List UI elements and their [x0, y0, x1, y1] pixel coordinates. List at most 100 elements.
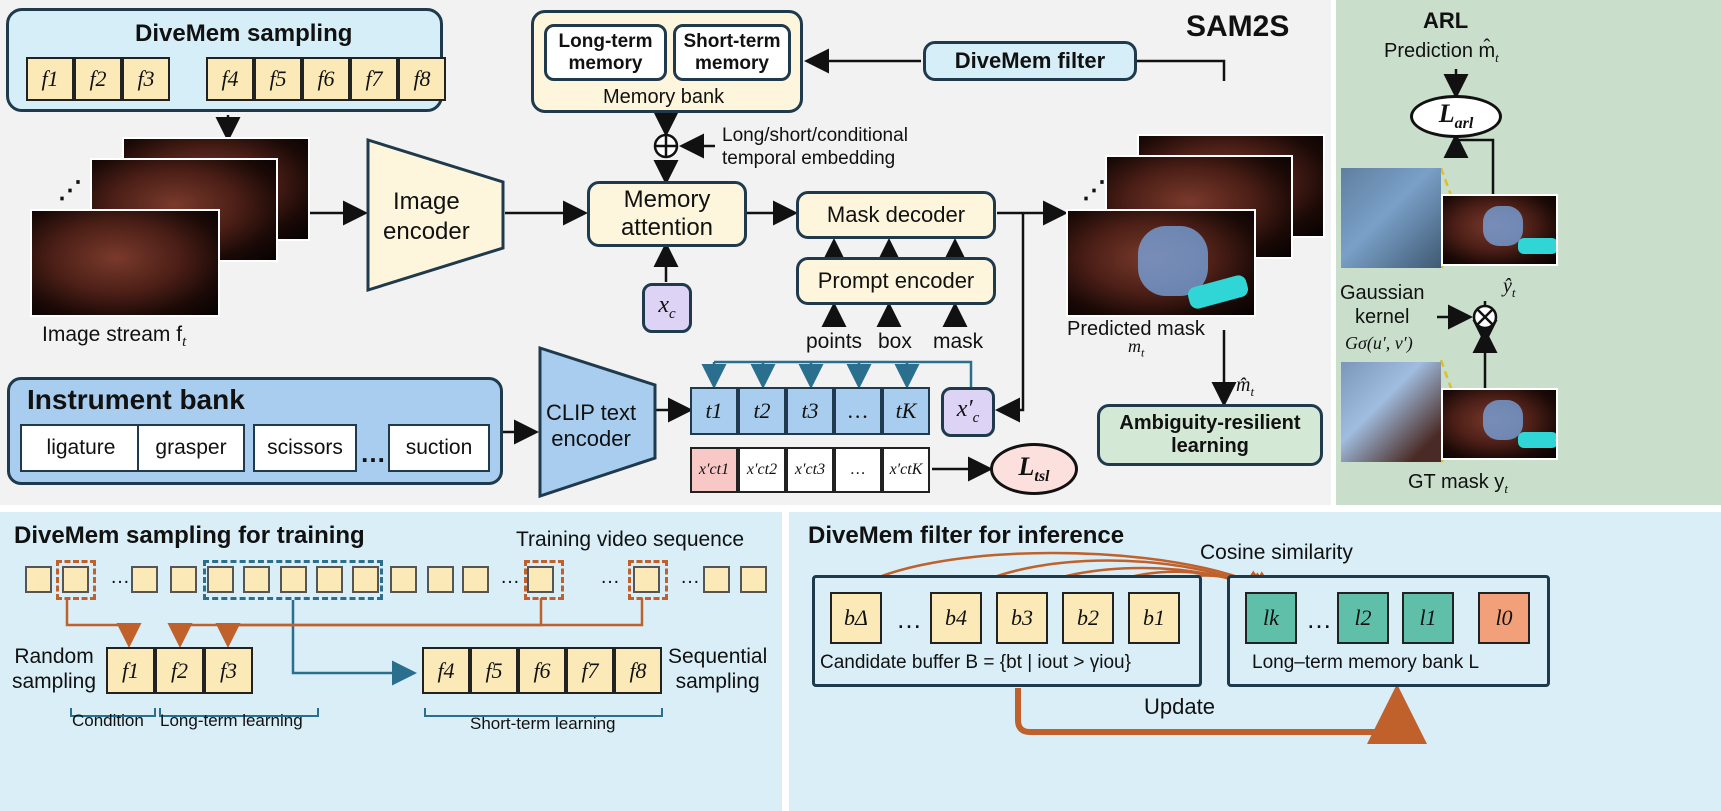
candidate-buffer-cell: b4 — [930, 592, 982, 644]
long-term-memory-box: Long-term memory — [544, 24, 667, 81]
xc-box: xc — [642, 283, 692, 333]
prompt-box: box — [878, 330, 912, 353]
train-frame-cell: f4 — [422, 647, 470, 694]
sampling-frame-cell: f2 — [74, 57, 122, 101]
prompt-points: points — [806, 330, 863, 353]
sequence-frame — [390, 566, 417, 593]
ambiguity-learning-box: Ambiguity-resilient learning — [1097, 404, 1323, 466]
prediction-zoom-patch — [1341, 168, 1441, 268]
sequence-frame — [131, 566, 158, 593]
sequence-frame — [352, 566, 379, 593]
memory-bank-caption: Memory bank — [603, 86, 725, 108]
sampling-frame-cell: f3 — [122, 57, 170, 101]
clip-encoder-label: CLIP text encoder — [546, 400, 637, 452]
sampled-group-marker — [56, 560, 96, 600]
stack-ellipsis-right: ⋰ — [1082, 177, 1106, 204]
instrument-item: scissors — [253, 424, 357, 472]
similarity-product: x′ct3 — [786, 447, 834, 493]
mhat-label: m̂t — [1236, 374, 1255, 399]
stack-ellipsis-left: ⋰ — [58, 177, 82, 204]
sequence-frame — [527, 566, 554, 593]
text-token: t1 — [690, 387, 738, 435]
train-frame-cell: f8 — [614, 647, 662, 694]
text-token: tK — [882, 387, 930, 435]
prompt-encoder-box: Prompt encoder — [796, 257, 996, 305]
similarity-product: … — [834, 447, 882, 493]
candidate-buffer-caption: Candidate buffer B = {bt | iout > γiou} — [820, 652, 1131, 673]
sampling-frame-cell: f6 — [302, 57, 350, 101]
divemem-sampling-title: DiveMem sampling — [135, 20, 353, 47]
memory-attention-box: Memory attention — [587, 181, 747, 247]
gaussian-kernel-label: Gaussian kernel — [1340, 282, 1425, 328]
short-term-learning-label: Short-term learning — [470, 714, 616, 733]
instrument-bank-title: Instrument bank — [27, 384, 245, 415]
instrument-item: ligature — [20, 424, 142, 472]
memory-dots: … — [1306, 604, 1332, 634]
memory-bank-cell: l0 — [1478, 592, 1530, 644]
sam2s-title: SAM2S — [1186, 10, 1290, 43]
long-term-learning-label: Long-term learning — [160, 711, 303, 730]
train-frame-cell: f6 — [518, 647, 566, 694]
sequence-frame — [170, 566, 197, 593]
sequence-ellipsis: … — [600, 566, 620, 588]
candidate-buffer-cell: b1 — [1128, 592, 1180, 644]
text-token: t2 — [738, 387, 786, 435]
temporal-embedding-label: Long/short/conditional temporal embeddin… — [722, 125, 908, 169]
instrument-item: suction — [388, 424, 490, 472]
sequence-frame — [633, 566, 660, 593]
candidate-buffer-cell: b2 — [1062, 592, 1114, 644]
sampling-frame-cell: f7 — [350, 57, 398, 101]
similarity-product: x′ct1 — [690, 447, 738, 493]
yhat-label: ŷt — [1503, 275, 1516, 300]
sequence-frame — [740, 566, 767, 593]
larl-loss: Larl — [1410, 95, 1502, 138]
prediction-label: Prediction m̂t — [1384, 40, 1499, 65]
text-token: t3 — [786, 387, 834, 435]
sequence-frame — [280, 566, 307, 593]
train-frame-cell: f1 — [106, 647, 155, 694]
update-label: Update — [1144, 694, 1215, 719]
sequence-frame — [25, 566, 52, 593]
train-frame-cell: f3 — [204, 647, 253, 694]
condition-label: Condition — [72, 711, 144, 730]
predicted-mask-symbol: mt — [1128, 336, 1145, 360]
random-sampling-label: Random sampling — [12, 645, 97, 694]
divemem-filter-box: DiveMem filter — [923, 41, 1137, 81]
prompt-mask: mask — [933, 330, 984, 353]
gt-mask-label: GT mask yt — [1408, 471, 1508, 496]
instrument-item: grasper — [137, 424, 245, 472]
mask-decoder-box: Mask decoder — [796, 191, 996, 239]
sequence-frame — [62, 566, 89, 593]
gsigma-label: Gσ(u′, v′) — [1345, 333, 1413, 353]
training-sequence-label: Training video sequence — [516, 528, 745, 551]
predicted-frame-1 — [1066, 209, 1256, 317]
sampling-frame-cell: f1 — [26, 57, 74, 101]
sequence-frame — [207, 566, 234, 593]
buffer-dots: … — [896, 604, 922, 634]
xc-prime-box: x′c — [941, 387, 995, 437]
sequence-frame — [462, 566, 489, 593]
candidate-buffer-cell: bΔ — [830, 592, 882, 644]
gt-zoom-patch — [1341, 362, 1441, 462]
instrument-ellipsis: … — [360, 438, 386, 468]
sequence-frame — [316, 566, 343, 593]
sequential-sampling-label: Sequential sampling — [668, 645, 768, 694]
image-encoder-label: Image encoder — [383, 188, 470, 245]
sequence-ellipsis: … — [110, 566, 130, 588]
short-term-memory-box: Short-term memory — [673, 24, 791, 81]
image-stream-label: Image stream ft — [42, 323, 187, 351]
similarity-product: x′ctK — [882, 447, 930, 493]
sampled-group-marker — [203, 560, 383, 600]
text-token: … — [834, 387, 882, 435]
training-title: DiveMem sampling for training — [14, 522, 365, 549]
ltsl-loss: Ltsl — [990, 443, 1078, 495]
candidate-buffer-cell: b3 — [996, 592, 1048, 644]
memory-bank-caption-inference: Long–term memory bank L — [1252, 652, 1480, 673]
cosine-similarity-label: Cosine similarity — [1200, 541, 1353, 564]
sampling-frame-cell: f8 — [398, 57, 446, 101]
sampled-group-marker — [628, 560, 668, 600]
prediction-frame — [1441, 194, 1558, 266]
image-stream-frame-1 — [30, 209, 220, 317]
